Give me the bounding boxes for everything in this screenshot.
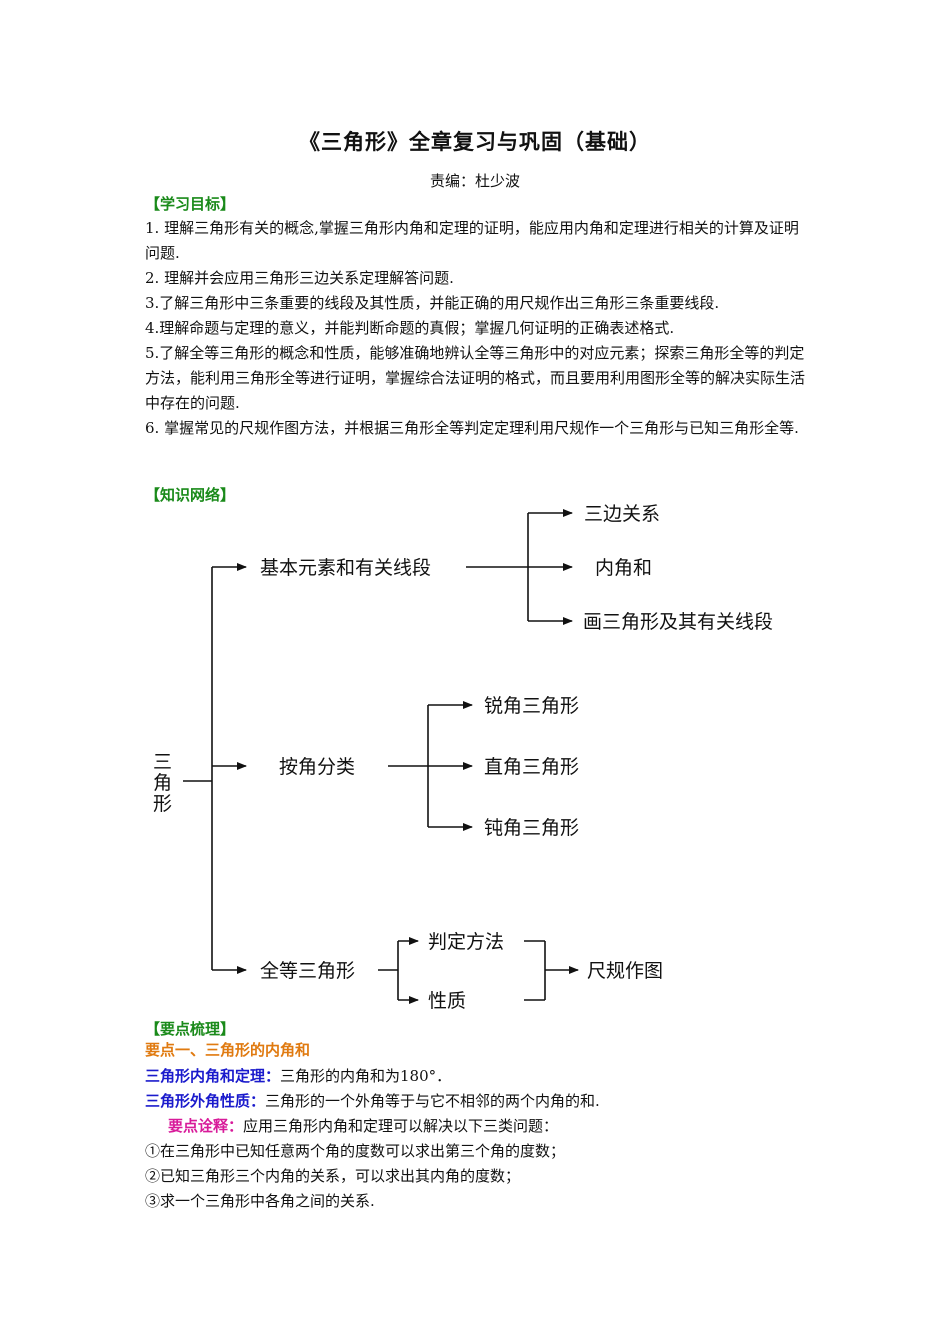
branch3-child-2: 性质: [428, 990, 466, 1012]
keypoint-item-1: ①在三角形中已知任意两个角的度数可以求出第三个角的度数；: [145, 1142, 566, 1160]
root-label-3: 形: [153, 793, 172, 815]
branch2-child-3: 钝角三角形: [484, 817, 579, 839]
branch2-child-2: 直角三角形: [484, 756, 579, 778]
branch2-child-1: 锐角三角形: [484, 695, 579, 717]
page-title: 《三角形》全章复习与巩固（基础）: [299, 130, 651, 154]
branch3-label: 全等三角形: [260, 960, 355, 982]
branch1-label: 基本元素和有关线段: [260, 557, 431, 579]
note-line: 要点诠释：应用三角形内角和定理可以解决以下三类问题：: [168, 1114, 848, 1139]
exterior-text: 三角形的一个外角等于与它不相邻的两个内角的和.: [265, 1092, 600, 1110]
branch1-child-3: 画三角形及其有关线段: [583, 611, 773, 633]
objective-1: 1. 理解三角形有关的概念,掌握三角形内角和定理的证明，能应用内角和定理进行相关…: [145, 219, 799, 262]
branch1-child-2: 内角和: [595, 557, 652, 579]
note-label: 要点诠释：: [168, 1117, 244, 1135]
root-label-1: 三: [153, 751, 172, 773]
objectives-heading: 【学习目标】: [145, 195, 236, 213]
keypoints-heading: 【要点梳理】: [145, 1020, 236, 1038]
keypoint-item-2: ②已知三角形三个内角的关系，可以求出其内角的度数；: [145, 1167, 521, 1185]
objective-4: 4.理解命题与定理的意义，并能判断命题的真假；掌握几何证明的正确表述格式.: [145, 319, 675, 337]
network-heading: 【知识网络】: [145, 486, 236, 504]
theorem-label: 三角形内角和定理：: [145, 1067, 281, 1085]
objective-6: 6. 掌握常见的尺规作图方法，并根据三角形全等判定定理利用尺规作一个三角形与已知…: [145, 419, 799, 437]
theorem-text: 三角形的内角和为180°．: [280, 1067, 452, 1085]
note-text: 应用三角形内角和定理可以解决以下三类问题：: [243, 1117, 559, 1135]
branch3-result: 尺规作图: [587, 960, 663, 982]
editor-line: 责编：杜少波: [429, 172, 520, 190]
root-label-2: 角: [153, 772, 172, 794]
exterior-line: 三角形外角性质：三角形的一个外角等于与它不相邻的两个内角的和.: [145, 1089, 825, 1114]
branch1-child-1: 三边关系: [584, 503, 660, 525]
keypoint-1-title: 要点一、三角形的内角和: [145, 1041, 311, 1059]
objective-2: 2. 理解并会应用三角形三边关系定理解答问题.: [145, 269, 454, 287]
objective-3: 3.了解三角形中三条重要的线段及其性质，并能正确的用尺规作出三角形三条重要线段.: [145, 294, 720, 312]
keypoint-item-3: ③求一个三角形中各角之间的关系.: [145, 1192, 375, 1210]
theorem-line: 三角形内角和定理：三角形的内角和为180°．: [145, 1064, 825, 1089]
branch3-child-1: 判定方法: [428, 931, 504, 953]
branch2-label: 按角分类: [279, 756, 355, 778]
objective-5: 5.了解全等三角形的概念和性质，能够准确地辨认全等三角形中的对应元素；探索三角形…: [145, 344, 806, 412]
exterior-label: 三角形外角性质：: [145, 1092, 266, 1110]
